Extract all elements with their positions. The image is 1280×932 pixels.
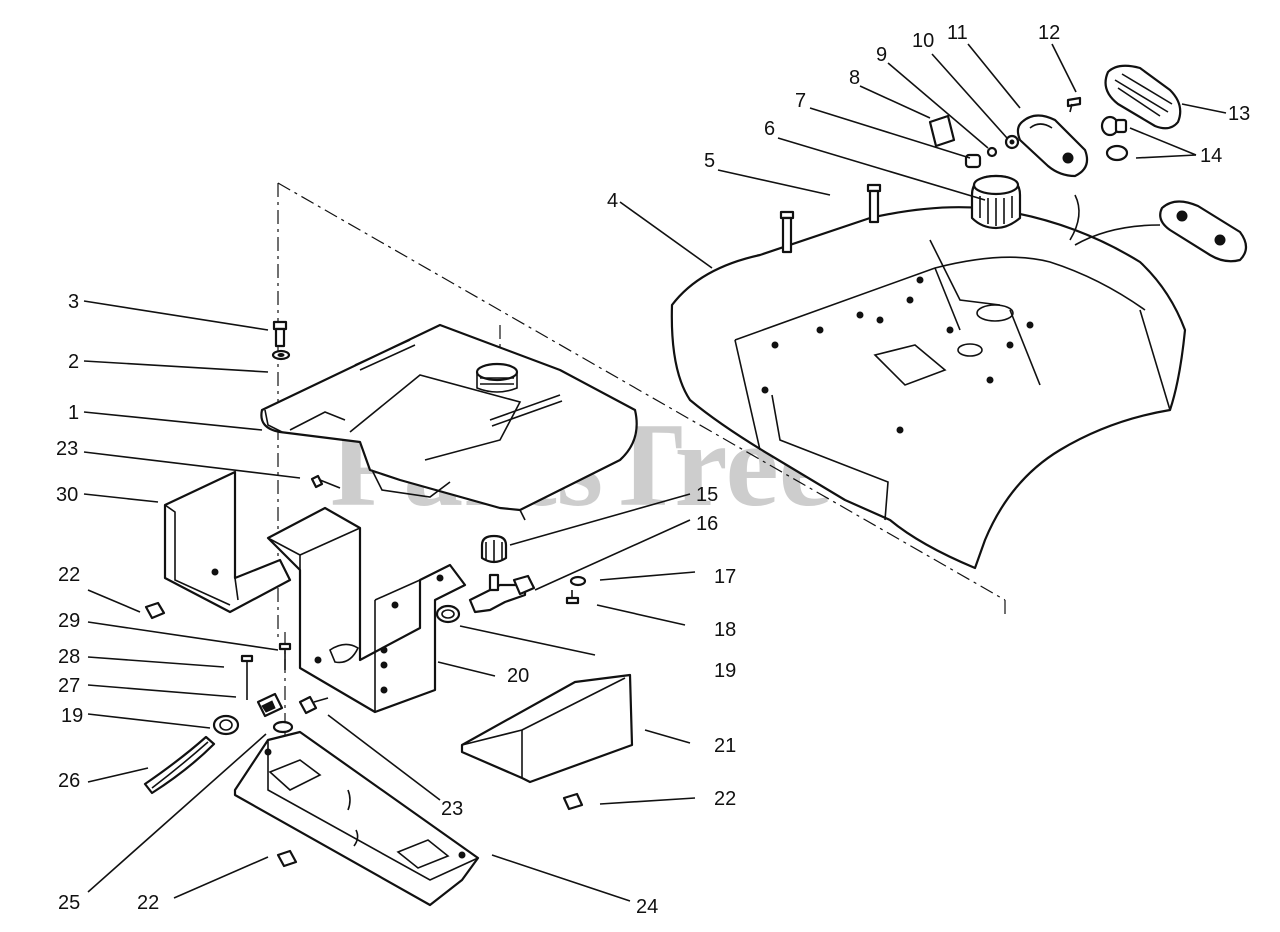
bolt-part-23-upper (310, 474, 341, 489)
hose-part-26 (143, 735, 216, 795)
callout-16: 16 (696, 513, 718, 535)
tail-light-housing-part-11 (1016, 114, 1089, 178)
callout-26: 26 (58, 770, 80, 792)
callout-15: 15 (696, 484, 718, 506)
bolt-part-29 (278, 642, 292, 670)
callout-23-upper: 23 (56, 438, 78, 460)
bolt-part-3 (272, 320, 288, 348)
bracket-part-30 (163, 470, 292, 614)
callout-7: 7 (795, 90, 806, 112)
callout-12: 12 (1038, 22, 1060, 44)
callout-6: 6 (764, 118, 775, 140)
tray-part-21 (460, 673, 634, 784)
callout-13: 13 (1228, 103, 1250, 125)
callout-5: 5 (704, 150, 715, 172)
tail-light-assembly (1069, 194, 1248, 263)
callout-labels: 1 2 3 4 5 6 7 8 9 10 11 12 13 14 15 16 1… (56, 22, 1250, 918)
leader-lines (83, 43, 1227, 902)
fuel-tank-part-1 (260, 323, 638, 521)
callout-11: 11 (947, 22, 968, 44)
small-hardware-parts-7-10 (928, 114, 1020, 169)
fuel-cap-part-6 (970, 174, 1022, 230)
washer-part-25 (272, 720, 294, 734)
callout-17: 17 (714, 566, 736, 588)
callout-18: 18 (714, 619, 736, 641)
bolt-part-23-lower (298, 695, 329, 715)
callout-4: 4 (607, 190, 618, 212)
bolt-part-28 (240, 654, 254, 700)
callout-14: 14 (1200, 145, 1222, 167)
callout-22-left: 22 (58, 564, 80, 586)
clamp-part-19-upper (435, 604, 461, 624)
screw-part-12 (1066, 96, 1082, 113)
nut-part-22-middle (562, 792, 584, 811)
washer-part-17 (569, 575, 587, 587)
callout-20: 20 (507, 665, 529, 687)
nut-part-16 (512, 574, 536, 596)
washer-part-2 (271, 349, 291, 361)
callout-9: 9 (876, 44, 887, 66)
callout-10: 10 (912, 30, 934, 52)
lens-part-13 (1104, 64, 1182, 130)
callout-27: 27 (58, 675, 80, 697)
bulbs-part-14 (1100, 115, 1129, 162)
callout-24: 24 (636, 896, 658, 918)
callout-2: 2 (68, 351, 79, 373)
callout-29: 29 (58, 610, 80, 632)
callout-19-right: 19 (714, 660, 736, 682)
nut-part-22-left (144, 601, 166, 620)
fitting-part-15 (480, 534, 508, 564)
callout-1: 1 (68, 402, 79, 424)
callout-25: 25 (58, 892, 80, 914)
callout-30: 30 (56, 484, 78, 506)
switch-part-27 (256, 692, 284, 718)
bolt-part-18 (565, 590, 580, 605)
callout-21: 21 (714, 735, 736, 757)
bolt-part-5 (779, 183, 882, 254)
clamp-part-19-lower (212, 714, 240, 736)
callout-19-left: 19 (61, 705, 83, 727)
callout-28: 28 (58, 646, 80, 668)
callout-23-lower: 23 (441, 798, 463, 820)
callout-3: 3 (68, 291, 79, 313)
tee-fitting (468, 573, 527, 614)
bracket-assembly-part-20 (266, 506, 467, 714)
nut-part-22-bottom (276, 849, 298, 868)
callout-8: 8 (849, 67, 860, 89)
seat-pan-part-4 (670, 206, 1187, 570)
callout-22-bottom: 22 (137, 892, 159, 914)
callout-22-right: 22 (714, 788, 736, 810)
base-plate-part-24 (233, 730, 480, 907)
